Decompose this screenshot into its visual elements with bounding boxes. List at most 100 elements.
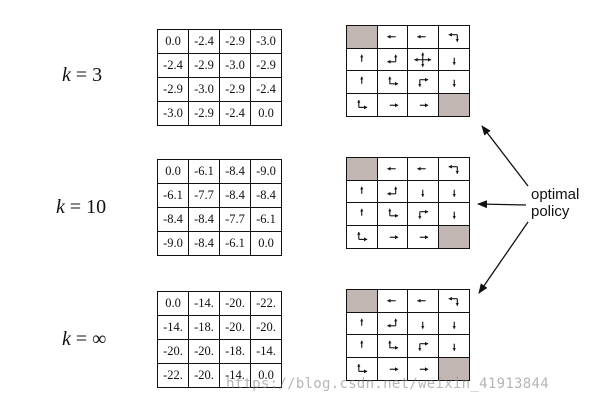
right-arrow-icon bbox=[419, 234, 429, 239]
left-arrow-icon bbox=[386, 34, 396, 39]
terminal-cell bbox=[347, 290, 378, 313]
value-table-kinf: 0.0-14.-20.-22.-14.-18.-20.-20.-20.-20.-… bbox=[157, 291, 282, 388]
policy-cell bbox=[347, 93, 378, 116]
up-right-arrow-icon bbox=[357, 99, 368, 109]
right-arrow-icon bbox=[419, 102, 429, 107]
policy-cell bbox=[438, 158, 469, 181]
value-cell: -2.9 bbox=[188, 53, 220, 78]
terminal-cell bbox=[347, 158, 378, 181]
policy-cell bbox=[378, 93, 408, 116]
value-cell: 0.0 bbox=[157, 159, 189, 184]
down-right-arrow-icon bbox=[418, 209, 429, 219]
policy-grid-kinf bbox=[346, 289, 470, 381]
up-left-down-right-arrow-icon bbox=[414, 52, 432, 67]
down-right-arrow-icon bbox=[418, 77, 429, 87]
value-cell: -9.0 bbox=[250, 159, 282, 184]
down-arrow-icon bbox=[452, 79, 456, 87]
policy-cell bbox=[347, 225, 378, 248]
policy-cell bbox=[378, 225, 408, 248]
up-arrow-icon bbox=[360, 76, 364, 84]
right-arrow-icon bbox=[389, 234, 398, 239]
value-cell: -3.0 bbox=[219, 53, 251, 78]
policy-grid-k10 bbox=[346, 157, 470, 249]
value-cell: -22. bbox=[250, 291, 282, 316]
value-row: -20.-20.-18.-14. bbox=[157, 339, 282, 364]
k-value: ∞ bbox=[92, 328, 107, 350]
policy-cell bbox=[377, 180, 408, 203]
value-cell: -14. bbox=[219, 363, 251, 388]
value-cell: -2.9 bbox=[157, 77, 189, 102]
policy-cell bbox=[408, 290, 439, 313]
value-cell: 0.0 bbox=[157, 291, 189, 316]
policy-cell bbox=[408, 26, 439, 49]
left-arrow-icon bbox=[417, 34, 426, 39]
policy-cell bbox=[408, 48, 439, 71]
up-left-arrow-icon bbox=[386, 186, 397, 196]
value-cell: -14. bbox=[250, 339, 282, 364]
value-cell: -8.4 bbox=[250, 183, 282, 208]
caption-line-1: optimal bbox=[531, 186, 580, 203]
down-arrow-icon bbox=[452, 189, 456, 197]
value-cell: -6.1 bbox=[219, 231, 251, 256]
down-right-arrow-icon bbox=[418, 341, 429, 351]
pointer-arrow-top bbox=[481, 125, 529, 187]
up-right-arrow-icon bbox=[387, 76, 398, 86]
policy-cell bbox=[438, 335, 469, 358]
policy-cell bbox=[408, 180, 439, 203]
policy-cell bbox=[408, 312, 439, 335]
value-cell: -20. bbox=[188, 363, 220, 388]
value-row: 0.0-14.-20.-22. bbox=[157, 291, 282, 316]
value-cell: -2.9 bbox=[219, 77, 251, 102]
value-cell: -8.4 bbox=[219, 159, 251, 184]
policy-cell bbox=[377, 335, 408, 358]
policy-cell bbox=[347, 71, 378, 94]
policy-cell bbox=[438, 203, 469, 226]
up-right-arrow-icon bbox=[357, 363, 368, 373]
value-row: -2.9-3.0-2.9-2.4 bbox=[157, 77, 282, 102]
terminal-cell bbox=[438, 93, 469, 116]
policy-cell bbox=[347, 180, 378, 203]
up-arrow-icon bbox=[360, 340, 364, 348]
policy-cell bbox=[408, 93, 439, 116]
left-down-arrow-icon bbox=[448, 32, 459, 42]
policy-cell bbox=[408, 225, 439, 248]
up-arrow-icon bbox=[360, 208, 364, 216]
k-label-1: k = 3 bbox=[62, 64, 103, 86]
value-row: -8.4-8.4-7.7-6.1 bbox=[157, 207, 282, 232]
right-arrow-icon bbox=[389, 102, 398, 107]
value-row: -22.-20.-14.0.0 bbox=[157, 363, 282, 388]
policy-cell bbox=[347, 335, 378, 358]
value-cell: -8.4 bbox=[188, 231, 220, 256]
policy-grid-k3 bbox=[346, 25, 470, 117]
k-label-3: k = ∞ bbox=[62, 328, 107, 350]
policy-cell bbox=[347, 203, 378, 226]
value-row: -14.-18.-20.-20. bbox=[157, 315, 282, 340]
policy-cell bbox=[408, 203, 439, 226]
optimal-policy-caption: optimal policy bbox=[531, 186, 579, 220]
policy-cell bbox=[438, 26, 469, 49]
up-arrow-icon bbox=[360, 318, 364, 326]
k-value: 3 bbox=[92, 64, 103, 86]
policy-cell bbox=[377, 158, 408, 181]
value-cell: -20. bbox=[219, 291, 251, 316]
terminal-cell bbox=[347, 26, 378, 49]
up-right-arrow-icon bbox=[357, 231, 368, 241]
up-left-arrow-icon bbox=[386, 318, 397, 328]
value-cell: -18. bbox=[219, 339, 251, 364]
left-arrow-icon bbox=[386, 166, 396, 171]
value-cell: -14. bbox=[157, 315, 189, 340]
up-arrow-icon bbox=[360, 54, 364, 62]
policy-cell bbox=[377, 71, 408, 94]
policy-cell bbox=[438, 313, 469, 335]
down-arrow-icon bbox=[452, 321, 456, 329]
policy-cell bbox=[347, 48, 378, 71]
down-arrow-icon bbox=[421, 321, 425, 329]
k-label-2: k = 10 bbox=[56, 196, 107, 218]
policy-cell bbox=[377, 26, 408, 49]
down-arrow-icon bbox=[421, 189, 425, 197]
terminal-cell bbox=[438, 225, 469, 248]
left-arrow-icon bbox=[417, 166, 426, 171]
up-right-arrow-icon bbox=[387, 340, 398, 350]
